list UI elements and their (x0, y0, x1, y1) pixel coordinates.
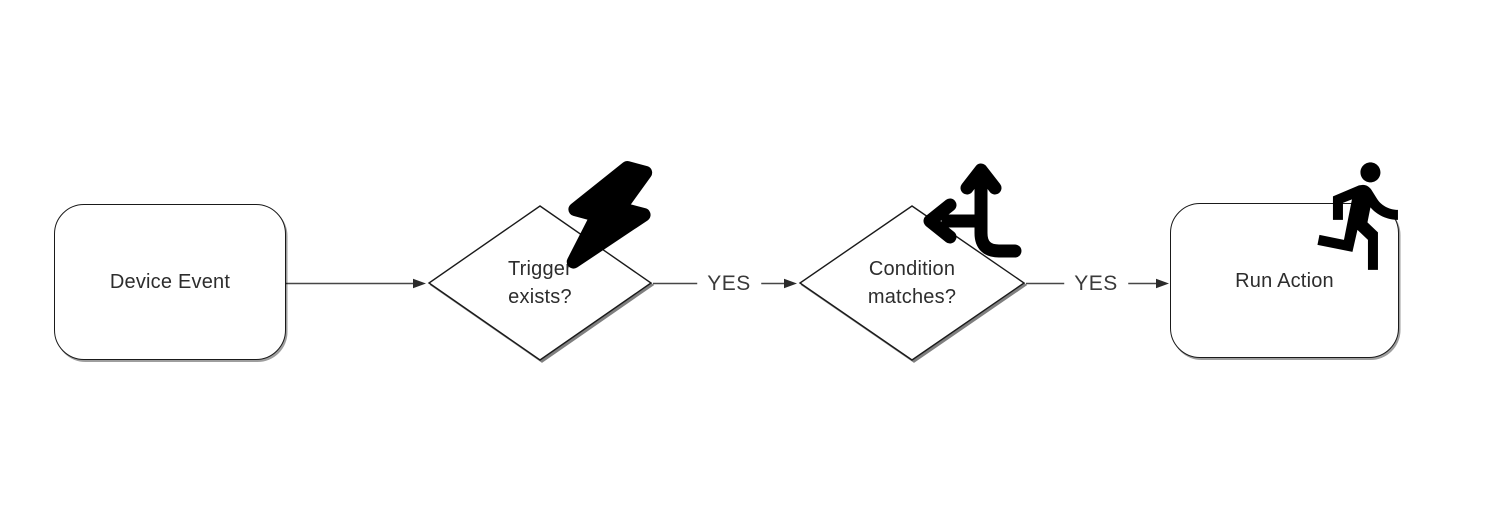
edge-label-yes-2: YES (1064, 272, 1128, 296)
node-condition-matches (798, 205, 1026, 361)
node-label: Device Event (109, 271, 231, 293)
edge-device-to-trigger (284, 278, 426, 289)
running-person-icon (1317, 162, 1398, 270)
lightning-bolt-icon (566, 161, 653, 269)
branch-split-arrows-icon (923, 163, 1022, 258)
edge-label-yes-1: YES (697, 272, 761, 296)
node-device-event: Device Event (54, 204, 286, 360)
node-label: Run Action (1235, 269, 1334, 292)
arrowhead-icon (1156, 278, 1169, 289)
arrowhead-icon (784, 278, 797, 289)
arrowhead-icon (413, 278, 426, 289)
